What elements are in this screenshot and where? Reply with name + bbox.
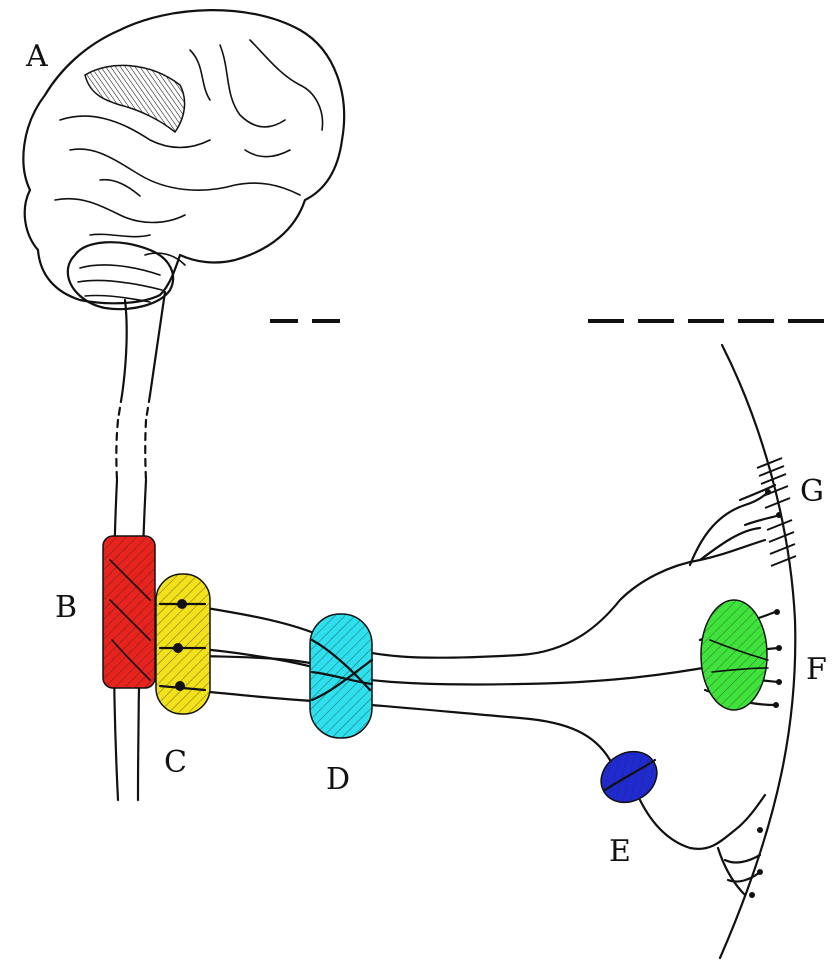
region-c <box>156 574 210 714</box>
g-receptor-hatch <box>757 458 796 566</box>
label-e: E <box>609 834 631 869</box>
brain-illustration <box>23 10 344 395</box>
label-g: G <box>800 474 824 509</box>
region-b <box>103 536 155 688</box>
label-b: B <box>55 590 77 625</box>
region-f <box>701 600 767 710</box>
label-a: A <box>25 39 48 74</box>
region-d <box>310 614 372 738</box>
label-f: F <box>806 652 827 687</box>
label-d: D <box>326 762 350 797</box>
motor-cortex-hatched-region <box>85 65 185 132</box>
region-e <box>592 742 666 813</box>
label-c: C <box>164 745 187 780</box>
nerve-fibers <box>145 485 782 898</box>
